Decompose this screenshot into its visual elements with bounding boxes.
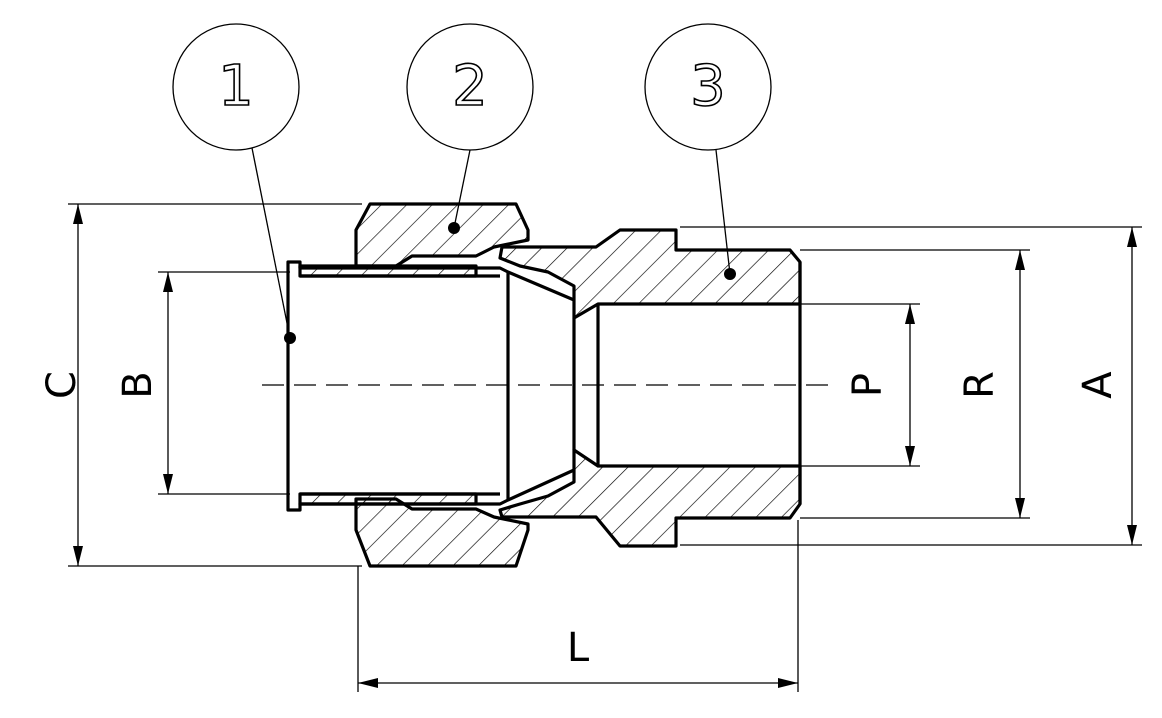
- body-top: [498, 228, 802, 320]
- dimension-label-b: B: [115, 371, 161, 398]
- dimension-r: R: [800, 249, 1030, 519]
- part-balloon-1: 3: [644, 23, 772, 280]
- insert-sleeve: [286, 260, 510, 512]
- insert-collar-bottom: [298, 492, 478, 506]
- part-balloon-3: 1: [172, 23, 300, 344]
- part-number-1: 3: [690, 54, 726, 119]
- dimension-l: L: [357, 520, 799, 692]
- dimension-p: P: [800, 303, 920, 467]
- dimension-label-p: P: [845, 373, 891, 397]
- dimension-b: B: [115, 271, 290, 495]
- dimension-label-a: A: [1075, 371, 1121, 399]
- dimension-a: A: [680, 226, 1142, 546]
- part-number-2: 2: [452, 54, 488, 119]
- dimension-c: C: [39, 203, 362, 567]
- body-bottom: [498, 448, 802, 548]
- part-balloon-2: 2: [406, 23, 534, 234]
- dimension-label-l: L: [567, 625, 590, 671]
- insert-collar: [298, 264, 478, 278]
- dimension-label-c: C: [39, 371, 85, 399]
- part-number-3: 1: [218, 54, 254, 119]
- dimension-label-r: R: [957, 371, 1003, 399]
